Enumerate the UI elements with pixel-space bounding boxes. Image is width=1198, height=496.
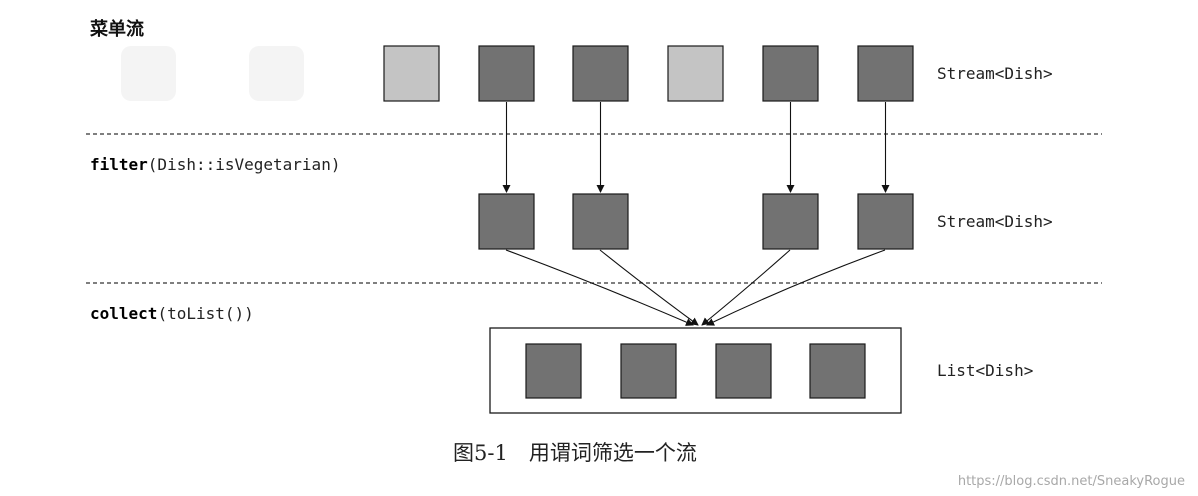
- input-stream-row: [121, 45, 914, 102]
- filter-arrows: [502, 102, 890, 193]
- collect-operation-label: collect(toList()): [90, 304, 254, 323]
- filtered-dish-4: [857, 193, 914, 250]
- dish-1: [383, 45, 440, 102]
- faded-dish-1: [121, 46, 176, 101]
- list-dish-2: [620, 343, 677, 399]
- faded-dish-2: [249, 46, 304, 101]
- list-container: [489, 327, 902, 414]
- list-dish-4: [809, 343, 866, 399]
- filtered-stream-row: [478, 193, 914, 250]
- collect-arrow-1: [505, 249, 694, 326]
- list-dish-1: [525, 343, 582, 399]
- collect-keyword: collect: [90, 304, 157, 323]
- filtered-dish-1: [478, 193, 535, 250]
- stream-type-label-1: Stream<Dish>: [937, 64, 1053, 83]
- dish-2: [478, 45, 535, 102]
- collect-arrows: [505, 249, 886, 326]
- filtered-dish-2: [572, 193, 629, 250]
- collect-argument: (toList()): [157, 304, 253, 323]
- menu-stream-title: 菜单流: [89, 18, 144, 40]
- list-items: [525, 343, 866, 399]
- collect-arrow-4: [706, 249, 886, 326]
- figure-caption: 图5-1 用谓词筛选一个流: [453, 441, 697, 465]
- watermark: https://blog.csdn.net/SneakyRogue: [958, 474, 1185, 489]
- list-dish-3: [715, 343, 772, 399]
- collect-arrow-2: [599, 249, 699, 326]
- filtered-dish-3: [762, 193, 819, 250]
- dish-5: [762, 45, 819, 102]
- list-type-label: List<Dish>: [937, 361, 1033, 380]
- dish-4: [667, 45, 724, 102]
- dish-6: [857, 45, 914, 102]
- filter-argument: (Dish::isVegetarian): [148, 155, 341, 174]
- filter-operation-label: filter(Dish::isVegetarian): [90, 155, 340, 174]
- dish-3: [572, 45, 629, 102]
- stream-type-label-2: Stream<Dish>: [937, 212, 1053, 231]
- collect-arrow-3: [701, 249, 791, 326]
- filter-keyword: filter: [90, 155, 148, 174]
